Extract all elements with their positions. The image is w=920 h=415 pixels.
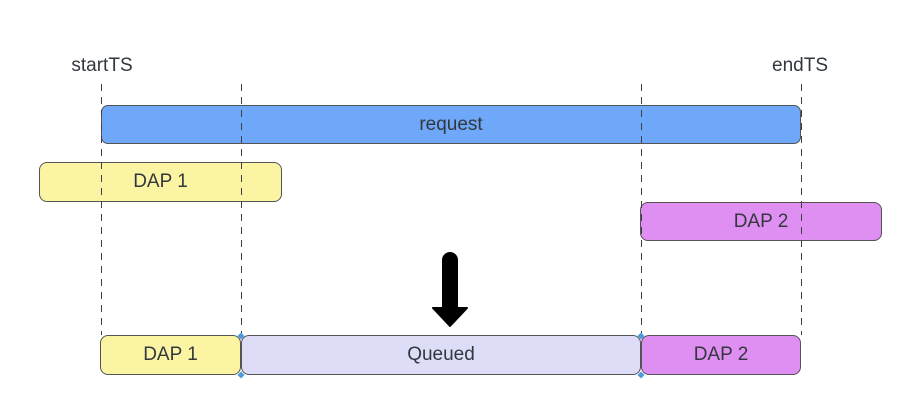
dap2-bar-top-label: DAP 2 xyxy=(733,210,789,232)
dap1-bar-top: DAP 1 xyxy=(39,162,282,202)
dap1-bar-bottom: DAP 1 xyxy=(100,335,241,375)
queued-bar-label: Queued xyxy=(407,344,475,365)
down-arrow-icon xyxy=(432,252,468,327)
endts-label: endTS xyxy=(772,55,828,76)
dap2-bar-bottom: DAP 2 xyxy=(641,335,801,375)
queued-bar: Queued xyxy=(241,335,641,375)
dap2-bar-top: DAP 2 xyxy=(640,202,882,241)
dap2-bar-bottom-label: DAP 2 xyxy=(693,344,749,365)
dap1-bar-bottom-label: DAP 1 xyxy=(143,344,198,365)
request-bar-label: request xyxy=(419,113,483,135)
startts-label: startTS xyxy=(71,55,133,76)
request-bar: request xyxy=(101,105,801,144)
dap1-bar-top-label: DAP 1 xyxy=(133,171,188,192)
